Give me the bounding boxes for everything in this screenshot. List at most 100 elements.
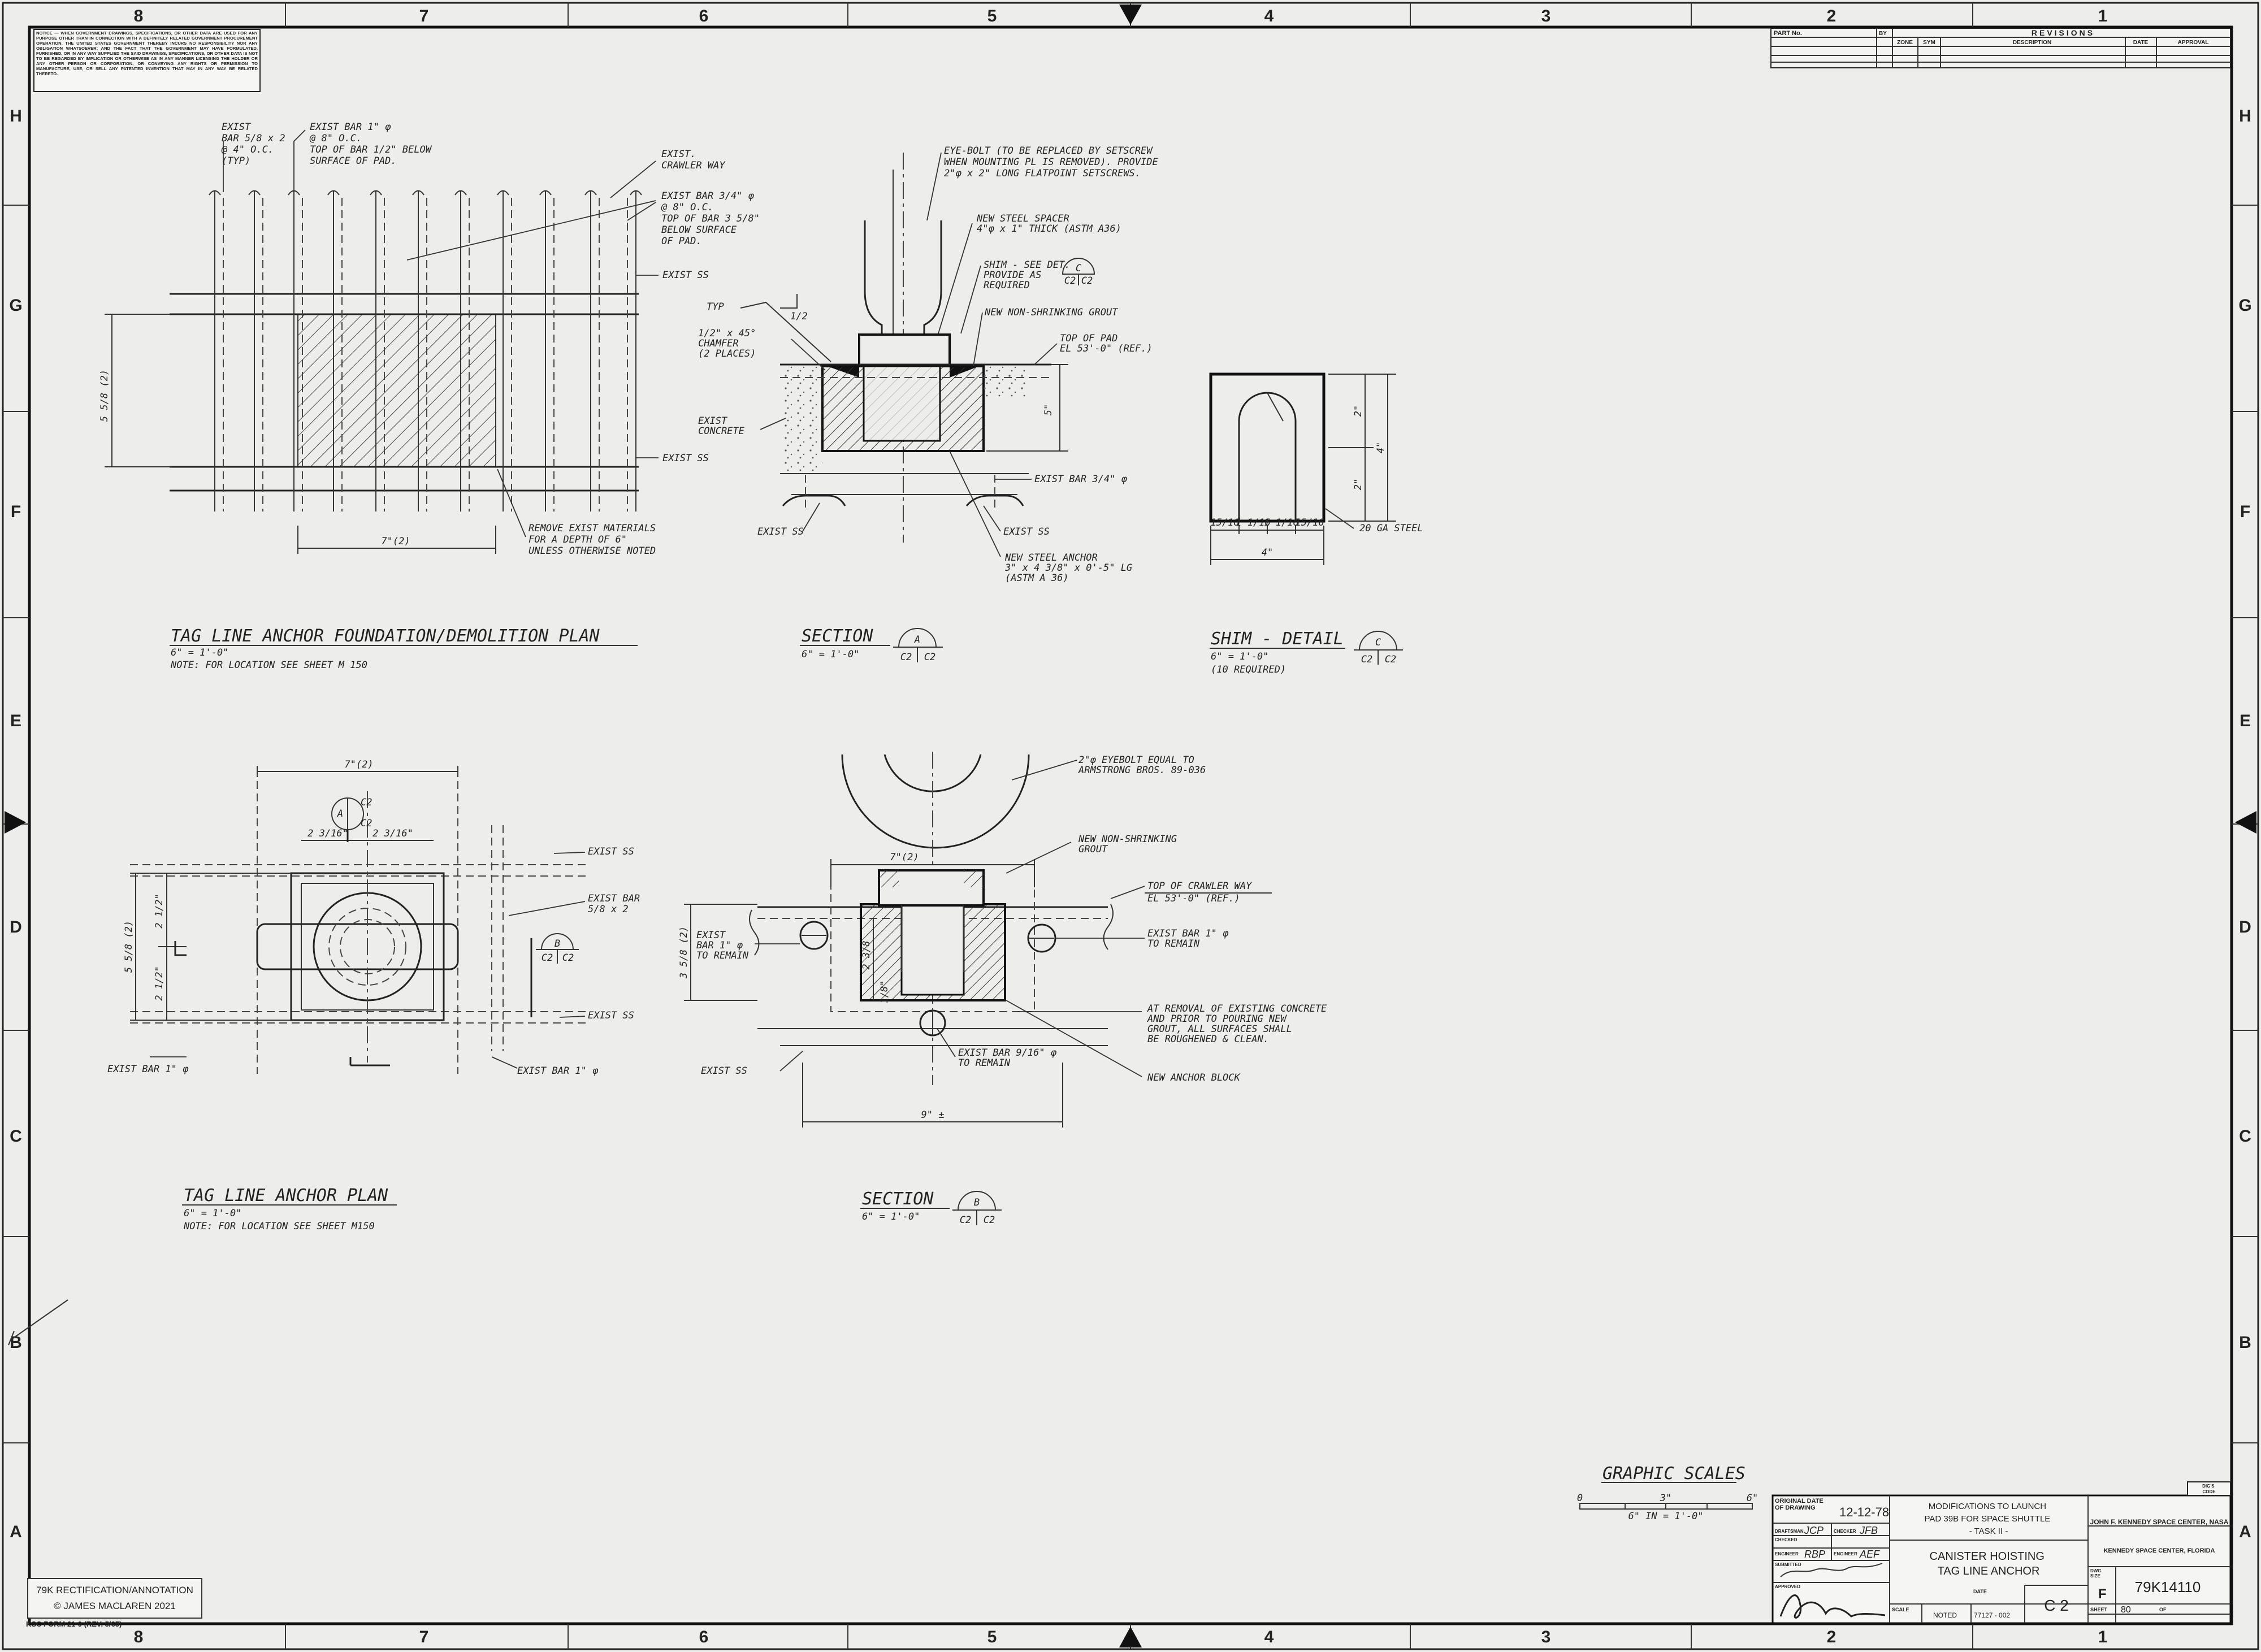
section-a-label-bar: EXIST BAR 3/4" φ (1034, 474, 1128, 485)
col-label: 2 (1827, 1628, 1836, 1646)
part-no-label: PART No. (1774, 30, 1802, 37)
section-b-dim-v3: 1/8" (879, 981, 890, 1004)
graphic-scales-mid: 3" (1660, 1493, 1671, 1504)
shim-dim-width: 4" (1262, 547, 1273, 558)
eyebolt-ring (841, 754, 1030, 849)
rev-col-date: DATE (2133, 40, 2149, 46)
notice-text: NOTICE — WHEN GOVERNMENT DRAWINGS, SPECI… (36, 31, 258, 76)
shim-dim-d3: 2" (1353, 479, 1364, 490)
title-block: ORIGINAL DATE OF DRAWING 12-12-78 DRAFTS… (1771, 1481, 2232, 1624)
graphic-scales-title: GRAPHIC SCALES (1602, 1464, 1745, 1484)
col-label: 3 (1541, 1628, 1551, 1646)
section-a-scale: 6" = 1'-0" (802, 649, 859, 660)
center-arrow-top (1119, 5, 1142, 25)
plan1-title: TAG LINE ANCHOR FOUNDATION/DEMOLITION PL… (171, 626, 600, 646)
plan2-label-bar-right: EXIST BAR 1" φ (517, 1065, 599, 1077)
tb-signature (1779, 1594, 1886, 1619)
plan1-label-exist-bar-a: EXIST BAR 5/8 x 2 @ 4" O.C. (TYP) (221, 122, 291, 167)
tb-grid: C 2 (2044, 1597, 2069, 1614)
shim-detail-sheet-a: C2 (1361, 654, 1372, 665)
section-a-label-eyebolt: EYE-BOLT (TO BE REPLACED BY SETSCREW WHE… (944, 145, 1164, 179)
revisions-block: PART No. BY REVISIONS ZONE SYM DESCRIPTI… (1770, 28, 2231, 68)
row-label: F (2240, 502, 2250, 521)
graphic-scales-zero: 0 (1577, 1493, 1583, 1504)
plan2-label-ss-2: EXIST SS (588, 1010, 634, 1021)
tb-draftsman: JCP (1804, 1525, 1823, 1536)
tb-signature (1780, 1563, 1883, 1577)
tb-checked-label: CHECKED (1775, 1537, 1797, 1542)
tb-engineer2-label: ENGINEER (1834, 1551, 1857, 1556)
form-number: KSC FORM 21-9 (REV. 5/65) (26, 1620, 122, 1628)
copyright-line: 79K RECTIFICATION/ANNOTATION (36, 1585, 193, 1595)
section-b-label-bar-right: EXIST BAR 1" φ TO REMAIN (1147, 928, 1235, 949)
center-arrow-left (5, 811, 26, 834)
shim-scale: 6" = 1'-0" (1211, 651, 1268, 662)
row-label: A (10, 1523, 22, 1541)
shim-callout-letter: C (1076, 263, 1082, 274)
shim-detail-letter: C (1375, 637, 1381, 648)
section-b-label-ss: EXIST SS (701, 1065, 747, 1077)
section-a-letter: A (914, 634, 920, 645)
plan1-label-exist-bar-b: EXIST BAR 1" φ @ 8" O.C. TOP OF BAR 1/2"… (309, 122, 437, 167)
anchor-plan-drawing: 7"(2) 2 3/16" 2 3/16" 5 5/8 (2) 2 1/2" 2… (123, 759, 588, 1074)
section-b-label-el: EL 53'-0" (REF.) (1147, 893, 1240, 904)
section-b-drawing: 7"(2) 9" ± 3 5/8 (2) 2 3/8 1/8" (678, 752, 1145, 1128)
section-b-label-crawler: TOP OF CRAWLER WAY (1147, 881, 1253, 892)
col-label: 6 (699, 1628, 709, 1646)
tb-approved-label: APPROVED (1775, 1584, 1800, 1589)
section-a-label-chamfer: 1/2" x 45° CHAMFER (2 PLACES) (698, 328, 762, 359)
section-b-dim-v2: 2 3/8 (861, 940, 872, 969)
plan2-dim-top: 7"(2) (344, 759, 373, 770)
plan2-label-bar-left: EXIST BAR 1" φ (107, 1064, 189, 1075)
shim-title: SHIM - DETAIL (1211, 629, 1344, 649)
row-label: C (10, 1127, 22, 1146)
shim-dim-b1: 15/16 (1210, 517, 1239, 528)
col-label: 7 (419, 7, 429, 25)
plan2-dim-a: 2 3/16" (307, 828, 348, 839)
shim-callout-sheet-a: C2 (1064, 275, 1076, 287)
section-a-sheet-b: C2 (924, 652, 935, 663)
plan1-note: NOTE: FOR LOCATION SEE SHEET M 150 (170, 660, 367, 671)
section-a-label-concrete: EXIST CONCRETE (698, 415, 745, 437)
section-b-dim-vertical: 3 5/8 (2) (678, 926, 690, 979)
tb-scale: NOTED (1933, 1611, 1957, 1619)
shim-dim-d1: 2" (1353, 405, 1364, 417)
section-b-label-block: NEW ANCHOR BLOCK (1147, 1072, 1241, 1083)
tb-location: KENNEDY SPACE CENTER, FLORIDA (2103, 1547, 2215, 1554)
section-a-dim-5: 5" (1043, 404, 1054, 415)
zone-labels: 8 7 6 5 4 3 2 1 8 7 6 5 4 3 2 1 H G F E … (9, 7, 2251, 1646)
plan1-scale: 6" = 1'-0" (171, 647, 228, 658)
copyright-box: 79K RECTIFICATION/ANNOTATION © JAMES MAC… (27, 1578, 202, 1619)
shim-dim-b4: 15/16 (1295, 517, 1324, 528)
government-notice: NOTICE — WHEN GOVERNMENT DRAWINGS, SPECI… (33, 29, 261, 92)
col-label: 4 (1264, 1628, 1274, 1646)
col-label: 1 (2098, 1628, 2108, 1646)
by-label: BY (1879, 31, 1887, 37)
section-b-label-grout: NEW NON-SHRINKING GROUT (1078, 834, 1183, 855)
revisions-title: REVISIONS (2032, 28, 2095, 37)
tb-dwg-size-label: DWG SIZE (2090, 1568, 2103, 1579)
plan2-dim-v1: 2 1/2" (154, 894, 165, 928)
tb-digits-label: DIG'S CODE (2202, 1484, 2216, 1494)
col-label: 8 (134, 1628, 144, 1646)
plan1-label-remove: REMOVE EXIST MATERIALS FOR A DEPTH OF 6"… (529, 523, 661, 557)
graphic-scales: GRAPHIC SCALES 0 3" 6" 6" IN = 1'-0" (1577, 1464, 1758, 1522)
tb-agency: JOHN F. KENNEDY SPACE CENTER, NASA (2090, 1518, 2229, 1526)
section-b-sheet-b: C2 (984, 1215, 995, 1226)
tb-project: MODIFICATIONS TO LAUNCH PAD 39B FOR SPAC… (1924, 1502, 2052, 1536)
tb-checker-label: CHECKER (1834, 1529, 1856, 1534)
row-label: E (10, 712, 21, 730)
section-a-title: SECTION (802, 626, 873, 646)
shim-note: (10 REQUIRED) (1211, 664, 1286, 675)
section-a-labels: EYE-BOLT (TO BE REPLACED BY SETSCREW WHE… (698, 145, 1164, 663)
graphic-scales-end: 6" (1747, 1493, 1758, 1504)
section-b-labels: 2"φ EYEBOLT EQUAL TO ARMSTRONG BROS. 89-… (696, 755, 1327, 1226)
demolition-area-hatched (297, 314, 496, 467)
section-a-label-half: 1/2 (790, 311, 808, 322)
plan1-dim-horizontal: 7"(2) (381, 536, 410, 547)
shim-plate (1209, 372, 1326, 523)
section-a-label-ss-left: EXIST SS (757, 526, 804, 537)
col-label: 4 (1264, 7, 1274, 25)
center-arrow-right (2235, 811, 2256, 834)
section-a-label-grout: NEW NON-SHRINKING GROUT (984, 307, 1119, 318)
